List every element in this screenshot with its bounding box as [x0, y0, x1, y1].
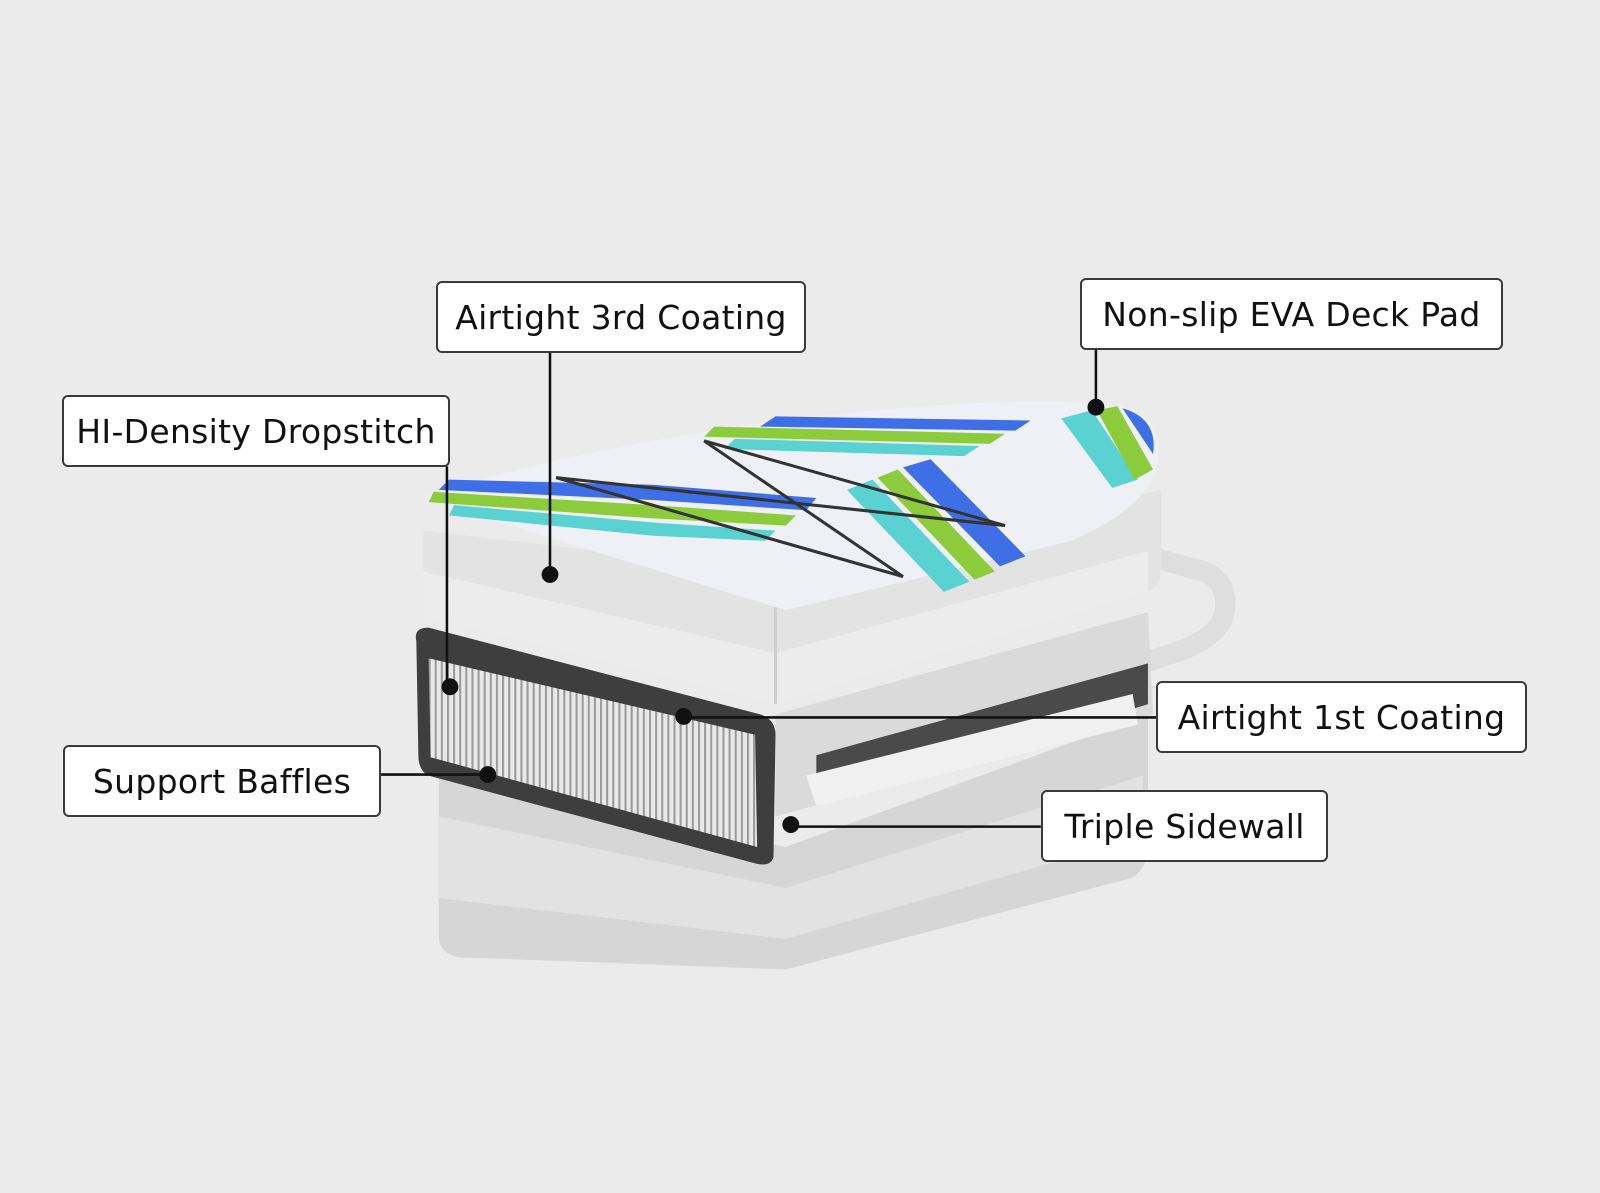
label-airtight-1st-coating: Airtight 1st Coating: [1156, 681, 1527, 753]
label-airtight-3rd-coating: Airtight 3rd Coating: [436, 281, 806, 353]
carry-handle: [1017, 546, 1236, 714]
label-triple-sidewall: Triple Sidewall: [1041, 790, 1328, 862]
label-support-baffles: Support Baffles: [63, 745, 381, 817]
deck-stripes: [428, 406, 1154, 592]
label-hi-density-dropstitch: HI-Density Dropstitch: [62, 395, 450, 467]
dropstitch-core: [428, 658, 758, 848]
label-non-slip-eva-deck-pad: Non-slip EVA Deck Pad: [1080, 278, 1503, 350]
bungee-cords: [555, 439, 1006, 579]
